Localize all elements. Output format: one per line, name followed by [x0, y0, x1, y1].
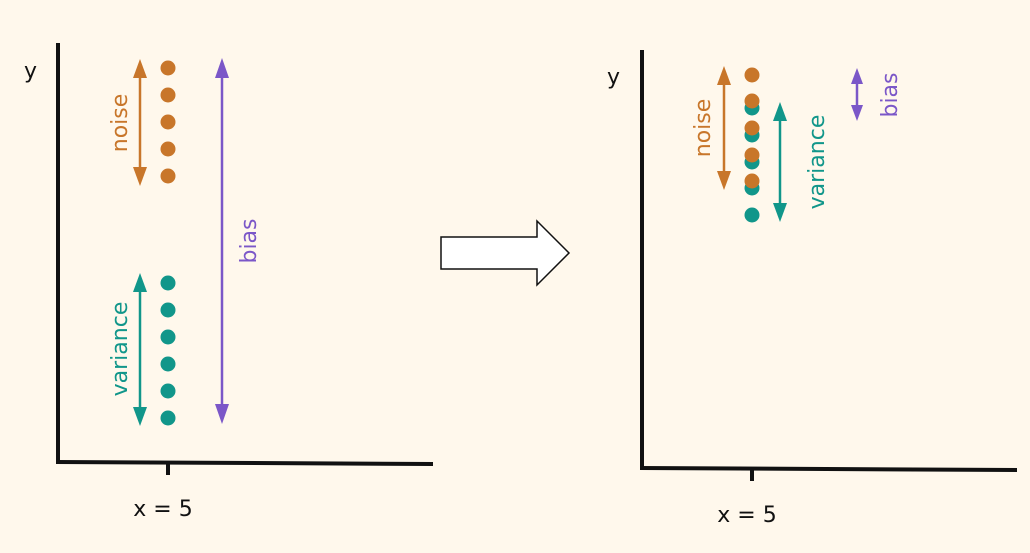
right-y-axis-label: y: [607, 65, 620, 90]
right-bias-arrow: [851, 68, 863, 121]
left-variance-label: variance: [108, 302, 133, 397]
right-noise-label: noise: [691, 99, 716, 158]
left-panel: y x = 5 noise: [24, 43, 434, 522]
left-variance-point: [160, 329, 176, 345]
left-noise-point: [160, 168, 176, 184]
left-x-axis-label: x = 5: [133, 497, 192, 522]
left-bias-label: bias: [237, 218, 262, 263]
right-variance-arrow: [773, 102, 787, 222]
left-noise-point: [160, 141, 176, 157]
right-points: [744, 67, 760, 223]
right-noise-point: [744, 147, 760, 163]
right-variance-point: [744, 207, 760, 223]
right-noise-arrow: [717, 66, 731, 190]
left-noise-point: [160, 114, 176, 130]
left-noise-point: [160, 60, 176, 76]
left-noise-arrow: [133, 59, 147, 186]
right-noise-point: [744, 173, 760, 189]
right-arrow-icon: [440, 219, 571, 287]
left-variance-point: [160, 302, 176, 318]
left-noise-point: [160, 87, 176, 103]
left-variance-arrow: [133, 273, 147, 426]
right-bias-label: bias: [878, 72, 903, 117]
left-x-axis: [55, 460, 434, 466]
right-panel: y x = 5 noise variance: [607, 50, 1018, 528]
left-bias-arrow: [215, 58, 229, 424]
left-noise-points: [160, 60, 176, 184]
left-noise-label: noise: [108, 94, 133, 153]
left-y-axis-label: y: [24, 59, 37, 84]
left-variance-points: [160, 275, 176, 426]
left-variance-point: [160, 383, 176, 399]
right-x-axis: [639, 466, 1018, 472]
right-noise-point: [744, 120, 760, 136]
right-noise-point: [744, 93, 760, 109]
right-variance-label: variance: [805, 115, 830, 210]
left-variance-point: [160, 356, 176, 372]
right-x-axis-label: x = 5: [717, 503, 776, 528]
right-noise-point: [744, 67, 760, 83]
left-variance-point: [160, 410, 176, 426]
left-variance-point: [160, 275, 176, 291]
